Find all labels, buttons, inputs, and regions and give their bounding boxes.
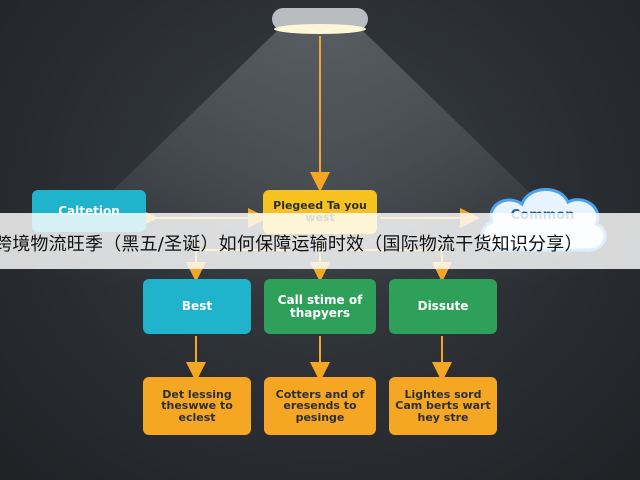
node-row3-left: Det lessing theswwe to eclest — [143, 377, 251, 435]
title-banner — [0, 213, 640, 269]
node-row2-center: Call stime of thapyers — [264, 279, 376, 334]
node-row2-left: Best — [143, 279, 251, 334]
node-row3-right: Lightes sord Cam berts wart hey stre — [389, 377, 497, 435]
title-banner-text: 跨境物流旺季（黑五/圣诞）如何保障运输时效（国际物流干货知识分享） — [0, 234, 583, 255]
ceiling-lamp-icon — [272, 8, 368, 34]
node-row3-center: Cotters and of eresends to pesinge — [264, 377, 376, 435]
node-row2-right: Dissute — [389, 279, 497, 334]
